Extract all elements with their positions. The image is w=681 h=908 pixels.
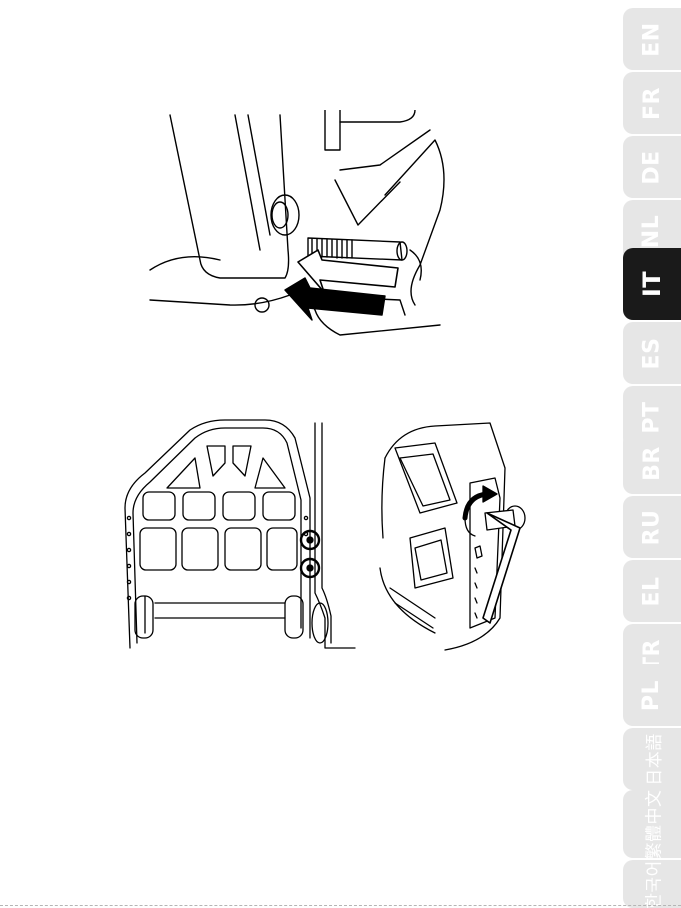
tab-label: PT [639, 401, 664, 433]
tab-label: FR [640, 87, 665, 120]
hex-key-tightening-illustration [375, 418, 545, 658]
tab-label: EN [639, 22, 664, 56]
pedal-axle-insertion-illustration [140, 110, 450, 350]
tab-lang-fr[interactable]: FR [623, 72, 681, 134]
tab-lang-de[interactable]: DE [623, 136, 681, 198]
tab-label: ES [640, 337, 665, 369]
tab-label: 日本語 [640, 733, 665, 786]
tab-lang-ru[interactable]: RU [623, 496, 681, 558]
tab-lang-en[interactable]: EN [623, 8, 681, 70]
tab-lang-el[interactable]: EL [623, 560, 681, 622]
tab-label: 繁體中文 [640, 789, 665, 859]
pedal-plate-illustration [115, 418, 360, 658]
tab-lang-ko[interactable]: 한국어 [623, 860, 681, 908]
tab-label: NL [640, 214, 665, 247]
tab-label: PL [640, 679, 665, 710]
tab-label: EL [639, 576, 664, 606]
tab-lang-br[interactable]: BR [623, 432, 681, 494]
page-bottom-divider [0, 905, 681, 906]
tab-label: IT [638, 271, 666, 297]
tab-lang-ja[interactable]: 日本語 [623, 728, 681, 790]
tab-label: RU [640, 509, 665, 545]
tab-lang-it[interactable]: IT [623, 248, 681, 320]
tab-lang-es[interactable]: ES [623, 322, 681, 384]
tab-label: BR [640, 446, 665, 481]
language-tab-strip: EN FR DE NL IT ES PT BR RU EL TR PL 日本語 … [623, 8, 681, 908]
tab-label: 한국어 [639, 860, 664, 908]
tab-lang-zh-tw[interactable]: 繁體中文 [623, 790, 681, 858]
tab-label: DE [639, 150, 664, 184]
arrow-icon [285, 250, 398, 320]
tab-lang-pl[interactable]: PL [623, 664, 681, 726]
